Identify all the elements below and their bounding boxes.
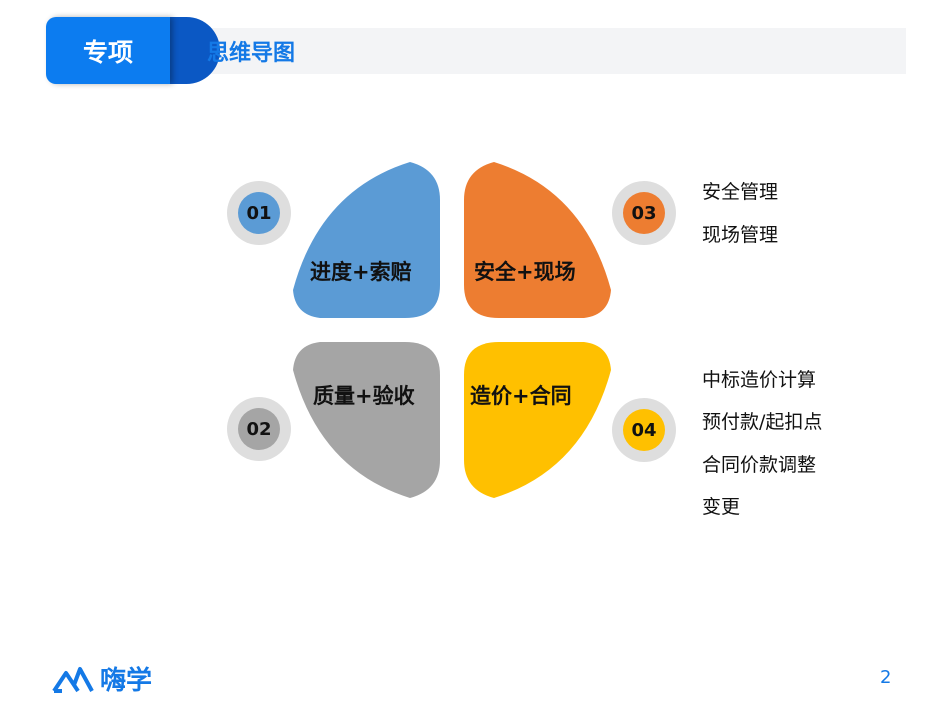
mountain-logo-icon [52, 666, 94, 693]
quadrant-label-02: 质量+验收 [313, 384, 415, 408]
detail-item: 变更 [702, 496, 741, 518]
header-bar [170, 28, 906, 74]
detail-item: 合同价款调整 [702, 454, 817, 476]
page-title: 思维导图 [207, 41, 296, 66]
header-tag: 专项 [46, 17, 170, 84]
number-badge-03: 03 [612, 181, 676, 245]
detail-item: 现场管理 [702, 224, 779, 246]
detail-item: 预付款/起扣点 [702, 411, 823, 433]
quadrant-label-04: 造价+合同 [470, 384, 572, 408]
petal-03 [464, 162, 611, 318]
petal-02 [293, 342, 440, 498]
number-01: 01 [238, 192, 280, 234]
quadrant-label-01: 进度+索赔 [310, 260, 412, 284]
logo-text: 嗨学 [100, 666, 153, 696]
number-badge-04: 04 [612, 398, 676, 462]
number-badge-01: 01 [227, 181, 291, 245]
header-tag-text: 专项 [82, 37, 133, 67]
detail-item: 中标造价计算 [702, 369, 817, 391]
number-02: 02 [238, 408, 280, 450]
number-badge-02: 02 [227, 397, 291, 461]
petal-04 [464, 342, 611, 498]
quadrant-label-03: 安全+现场 [474, 260, 576, 284]
logo: 嗨学 [52, 660, 152, 697]
petal-01 [293, 162, 440, 318]
page-number: 2 [880, 667, 892, 688]
number-04: 04 [623, 409, 665, 451]
detail-item: 安全管理 [702, 181, 779, 203]
number-03: 03 [623, 192, 665, 234]
